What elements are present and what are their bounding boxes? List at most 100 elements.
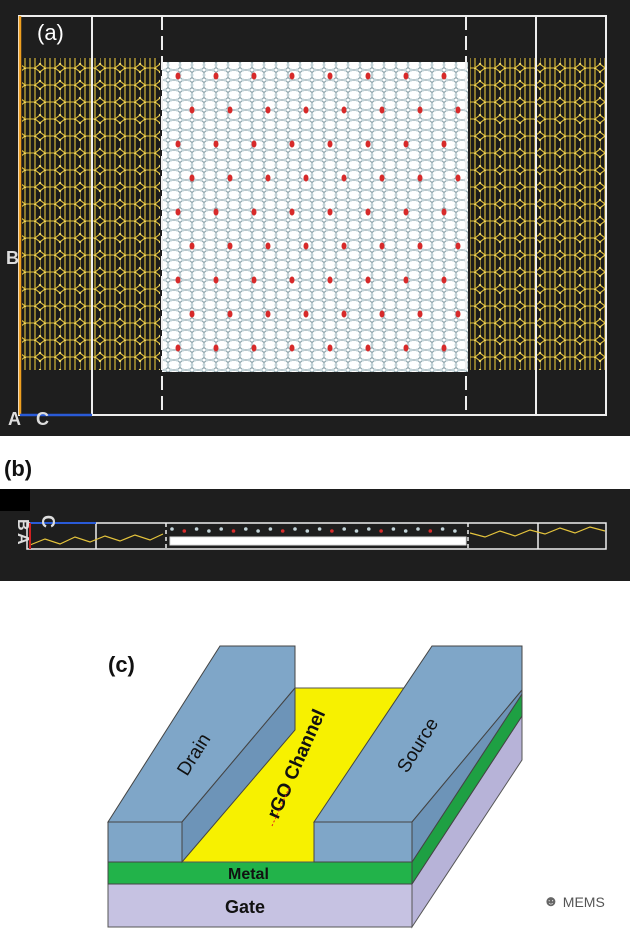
- oxygen-atom: [289, 140, 295, 148]
- oxygen-atom: [341, 242, 347, 250]
- oxygen-atom: [251, 344, 257, 352]
- oxygen-atom: [379, 242, 385, 250]
- oxygen-atom: [365, 72, 371, 80]
- oxygen-atom: [175, 276, 181, 284]
- oxygen-atom: [227, 174, 233, 182]
- panel-c-device-schematic: (c) Drain rGO Channel Source Metal Gate: [107, 645, 523, 929]
- axis-a-label: A: [8, 409, 21, 429]
- oxygen-atom: [265, 242, 271, 250]
- channel-atom-chain: [170, 527, 457, 533]
- channel-atom: [342, 527, 347, 531]
- channel-atom: [403, 529, 408, 533]
- oxygen-atom: [327, 344, 333, 352]
- right-electrode-lattice: [470, 58, 606, 370]
- oxygen-atom: [265, 174, 271, 182]
- oxygen-atom: [251, 140, 257, 148]
- oxygen-atom: [455, 174, 461, 182]
- oxygen-atom: [341, 174, 347, 182]
- side-axis-c-label: C: [38, 515, 58, 528]
- oxygen-atom: [175, 72, 181, 80]
- oxygen-atom: [455, 242, 461, 250]
- oxygen-atom: [417, 106, 423, 114]
- oxygen-atom: [251, 72, 257, 80]
- oxygen-atom: [417, 310, 423, 318]
- channel-atom: [354, 529, 359, 533]
- oxygen-atom: [289, 276, 295, 284]
- oxygen-atom: [175, 344, 181, 352]
- oxygen-atom: [189, 106, 195, 114]
- channel-atom: [194, 527, 199, 531]
- panel-b-simulation-side-view: C B A: [0, 489, 630, 581]
- oxygen-atom: [441, 140, 447, 148]
- oxygen-atom: [327, 276, 333, 284]
- oxygen-atom: [365, 140, 371, 148]
- oxygen-atom: [227, 106, 233, 114]
- metal-label: Metal: [228, 866, 269, 883]
- oxygen-atom: [303, 106, 309, 114]
- oxygen-atom: [289, 72, 295, 80]
- oxygen-atom: [251, 208, 257, 216]
- oxygen-atom: [403, 276, 409, 284]
- oxygen-atom: [441, 208, 447, 216]
- rgo-channel-lattice: [162, 62, 468, 372]
- oxygen-atom: [327, 140, 333, 148]
- oxygen-atom: [303, 174, 309, 182]
- oxygen-atom: [327, 72, 333, 80]
- oxygen-atom: [403, 344, 409, 352]
- channel-atom: [330, 529, 334, 533]
- oxygen-atom: [213, 276, 219, 284]
- oxygen-atom: [403, 208, 409, 216]
- oxygen-atom: [251, 276, 257, 284]
- oxygen-atom: [265, 106, 271, 114]
- oxygen-atom: [365, 208, 371, 216]
- channel-atom: [207, 529, 211, 533]
- oxygen-atom: [175, 208, 181, 216]
- oxygen-atom: [455, 310, 461, 318]
- watermark: ☻ MEMS: [543, 893, 605, 910]
- panel-a-simulation-top-view: (a) B A C: [0, 0, 630, 436]
- left-electrode-chain: [29, 533, 164, 546]
- oxygen-atom: [327, 208, 333, 216]
- channel-atom: [244, 527, 248, 531]
- oxygen-atom: [213, 344, 219, 352]
- oxygen-atom: [441, 72, 447, 80]
- oxygen-atom: [365, 344, 371, 352]
- channel-atom: [453, 529, 457, 533]
- channel-atom: [219, 527, 223, 531]
- oxygen-atom: [441, 276, 447, 284]
- channel-atom: [440, 527, 445, 531]
- channel-atom: [256, 529, 260, 533]
- channel-atom: [182, 529, 187, 533]
- axis-c-label: C: [36, 409, 49, 429]
- side-axis-b-label: B: [14, 519, 31, 531]
- oxygen-atom: [227, 242, 233, 250]
- oxygen-atom: [289, 344, 295, 352]
- oxygen-atom: [289, 208, 295, 216]
- oxygen-atom: [213, 72, 219, 80]
- channel-atom: [231, 529, 236, 533]
- oxygen-atom: [303, 310, 309, 318]
- oxygen-atom: [341, 106, 347, 114]
- panel-c-label: (c): [108, 652, 135, 677]
- drain-electrode-front: [107, 821, 183, 863]
- oxygen-atom: [379, 106, 385, 114]
- channel-atom: [170, 527, 174, 531]
- oxygen-atom: [441, 344, 447, 352]
- oxygen-atom: [265, 310, 271, 318]
- oxygen-atom: [417, 174, 423, 182]
- channel-atom: [379, 529, 383, 533]
- oxygen-atom: [341, 310, 347, 318]
- channel-atom: [268, 527, 273, 531]
- wechat-icon: ☻: [543, 893, 559, 910]
- channel-atom: [416, 527, 420, 531]
- oxygen-atoms: [175, 72, 461, 352]
- channel-atom: [280, 529, 285, 533]
- oxygen-atom: [403, 140, 409, 148]
- oxygen-atom: [175, 140, 181, 148]
- oxygen-atom: [189, 174, 195, 182]
- oxygen-atom: [379, 310, 385, 318]
- channel-atom: [428, 529, 433, 533]
- channel-atom: [317, 527, 322, 531]
- gate-label: Gate: [225, 897, 265, 917]
- watermark-text: MEMS: [562, 893, 605, 910]
